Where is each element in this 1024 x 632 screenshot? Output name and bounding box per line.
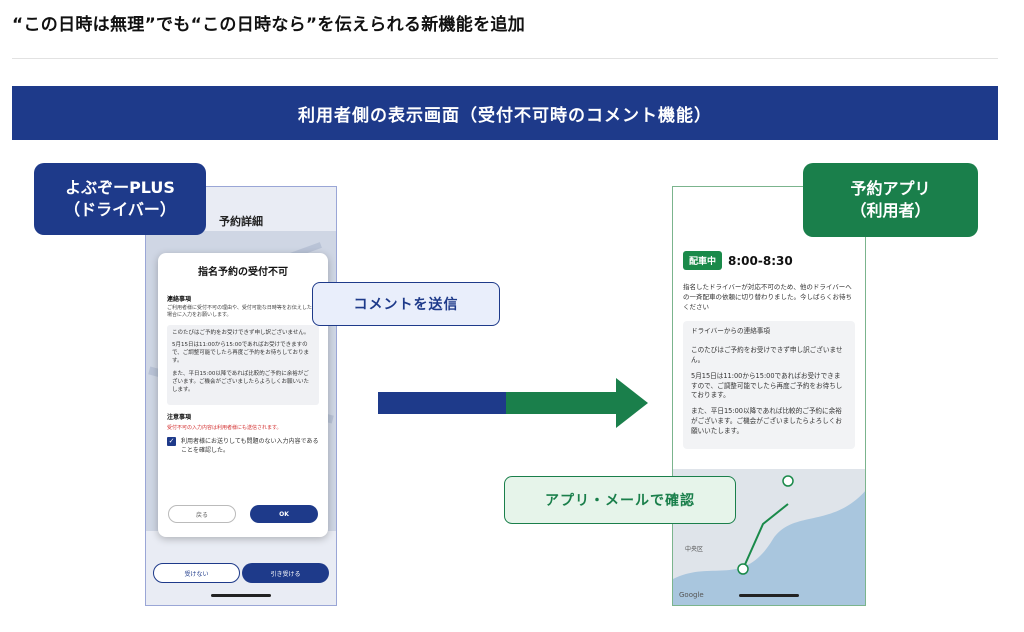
user-app-tag: 予約アプリ （利用者）: [803, 163, 978, 237]
card-paragraph: 5月15日は11:00から15:00であればお受けできますので、ご調整可能でした…: [691, 371, 843, 400]
reassign-notice: 指名したドライバーが対応不可のため、他のドライバーへの一斉配車の依頼に切り替わり…: [683, 283, 852, 311]
checkbox-checked-icon[interactable]: ✓: [167, 437, 176, 447]
map-district-label: 中央区: [685, 546, 704, 553]
status-badge: 配車中: [683, 251, 723, 270]
driver-phone-screen: 予約詳細 指名予約の受付不可 連絡事項 ご利用者様に受付不可の理由や、受付可能な…: [145, 186, 337, 606]
home-indicator: [739, 594, 799, 597]
message-textarea[interactable]: このたびはご予約をお受けできず申し訳ございません。 5月15日は11:00から1…: [167, 324, 319, 406]
map-attribution: Google: [679, 591, 704, 599]
contact-label: 連絡事項: [167, 296, 192, 303]
driver-message-card: ドライバーからの連絡事項 このたびはご予約をお受けできず申し訳ございません。 5…: [683, 321, 855, 450]
ride-status-row: 配車中 8:00-8:30: [683, 251, 793, 270]
message-paragraph: このたびはご予約をお受けできず申し訳ございません。: [172, 329, 310, 336]
contact-hint: ご利用者様に受付不可の理由や、受付可能な日時等をお伝えしたい場合に入力をお願いし…: [167, 305, 317, 318]
page-title: “この日時は無理”でも“この日時なら”を伝えられる新機能を追加: [12, 15, 525, 35]
checkbox-label: 利用者様にお送りしても問題のない入力内容であることを確認した。: [181, 438, 319, 455]
screen-title: 予約詳細: [219, 215, 263, 228]
decline-button[interactable]: 受けない: [153, 563, 240, 583]
message-paragraph: 5月15日は11:00から15:00であればお受けできますので、ご調整可能でした…: [172, 342, 309, 365]
send-comment-callout: コメントを送信: [312, 282, 500, 326]
confirm-checkbox-row[interactable]: ✓ 利用者様にお送りしても問題のない入力内容であることを確認した。: [167, 437, 319, 455]
driver-app-tag: よぶぞーPLUS （ドライバー）: [34, 163, 206, 235]
user-app-role: （利用者）: [850, 201, 931, 220]
confirm-callout: アプリ・メールで確認: [504, 476, 736, 524]
accept-button[interactable]: 引き受ける: [242, 563, 329, 583]
caution-label: 注意事項: [167, 414, 192, 422]
driver-app-name: よぶぞーPLUS: [65, 178, 175, 198]
ok-button[interactable]: OK: [250, 505, 318, 523]
user-app-name: 予約アプリ: [850, 179, 931, 199]
decline-modal: 指名予約の受付不可 連絡事項 ご利用者様に受付不可の理由や、受付可能な日時等をお…: [158, 253, 328, 537]
caution-text: 受付不可の入力内容は利用者様にも送信されます。: [167, 425, 282, 432]
modal-title: 指名予約の受付不可: [198, 267, 288, 278]
driver-app-role: （ドライバー）: [64, 200, 176, 219]
back-button[interactable]: 戻る: [168, 505, 236, 523]
card-paragraph: また、平日15:00以降であれば比較的ご予約に余裕がございます。ご機会がございま…: [691, 407, 842, 436]
user-phone-screen: 配車中 8:00-8:30 指名したドライバーが対応不可のため、他のドライバーへ…: [672, 186, 866, 606]
route-map[interactable]: 中央区 Google: [673, 469, 865, 605]
card-paragraph: このたびはご予約をお受けできず申し訳ございません。: [691, 345, 843, 364]
section-banner: 利用者側の表示画面（受付不可時のコメント機能）: [12, 86, 998, 140]
message-paragraph: また、平日15:00以降であれば比較的ご予約に余裕がございます。ご機会がございま…: [172, 371, 309, 394]
flow-arrow-icon: [378, 378, 648, 428]
ride-time: 8:00-8:30: [728, 253, 793, 268]
divider: [12, 58, 998, 59]
card-header: ドライバーからの連絡事項: [691, 327, 770, 335]
home-indicator: [211, 594, 271, 597]
